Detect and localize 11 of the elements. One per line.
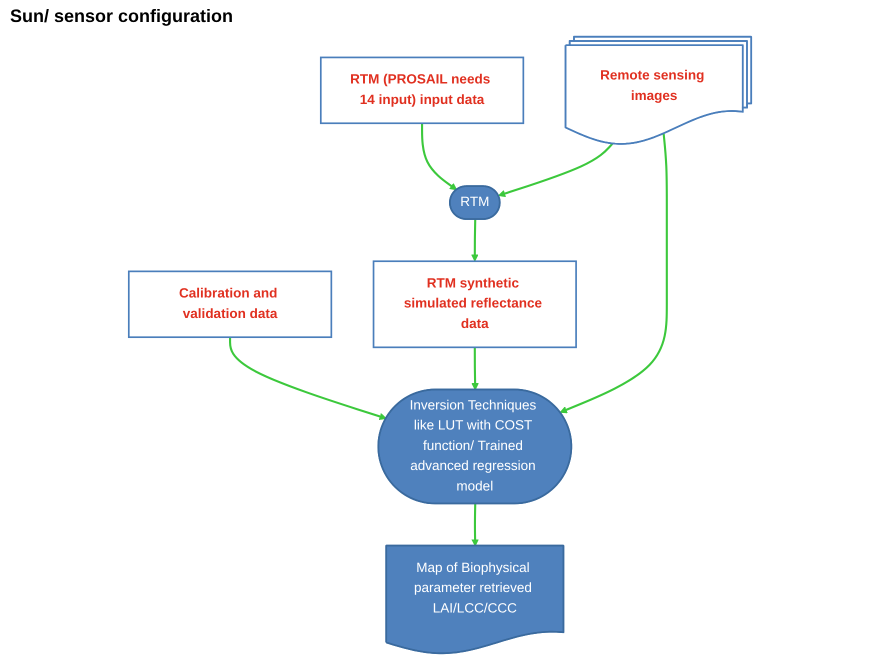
node-box: RTM (PROSAIL needs 14 input) input data bbox=[320, 56, 524, 124]
arrow bbox=[498, 143, 614, 198]
node-box: RTM synthetic simulated reflectance data bbox=[372, 260, 577, 348]
arrow bbox=[471, 347, 479, 390]
arrow bbox=[229, 337, 387, 420]
arrow bbox=[471, 219, 479, 262]
annotation-text: Sun/ sensor configuration bbox=[10, 6, 234, 27]
node-box: Calibration and validation data bbox=[128, 270, 332, 338]
arrow bbox=[471, 504, 479, 546]
arrow bbox=[560, 134, 668, 414]
arrow bbox=[421, 123, 458, 190]
